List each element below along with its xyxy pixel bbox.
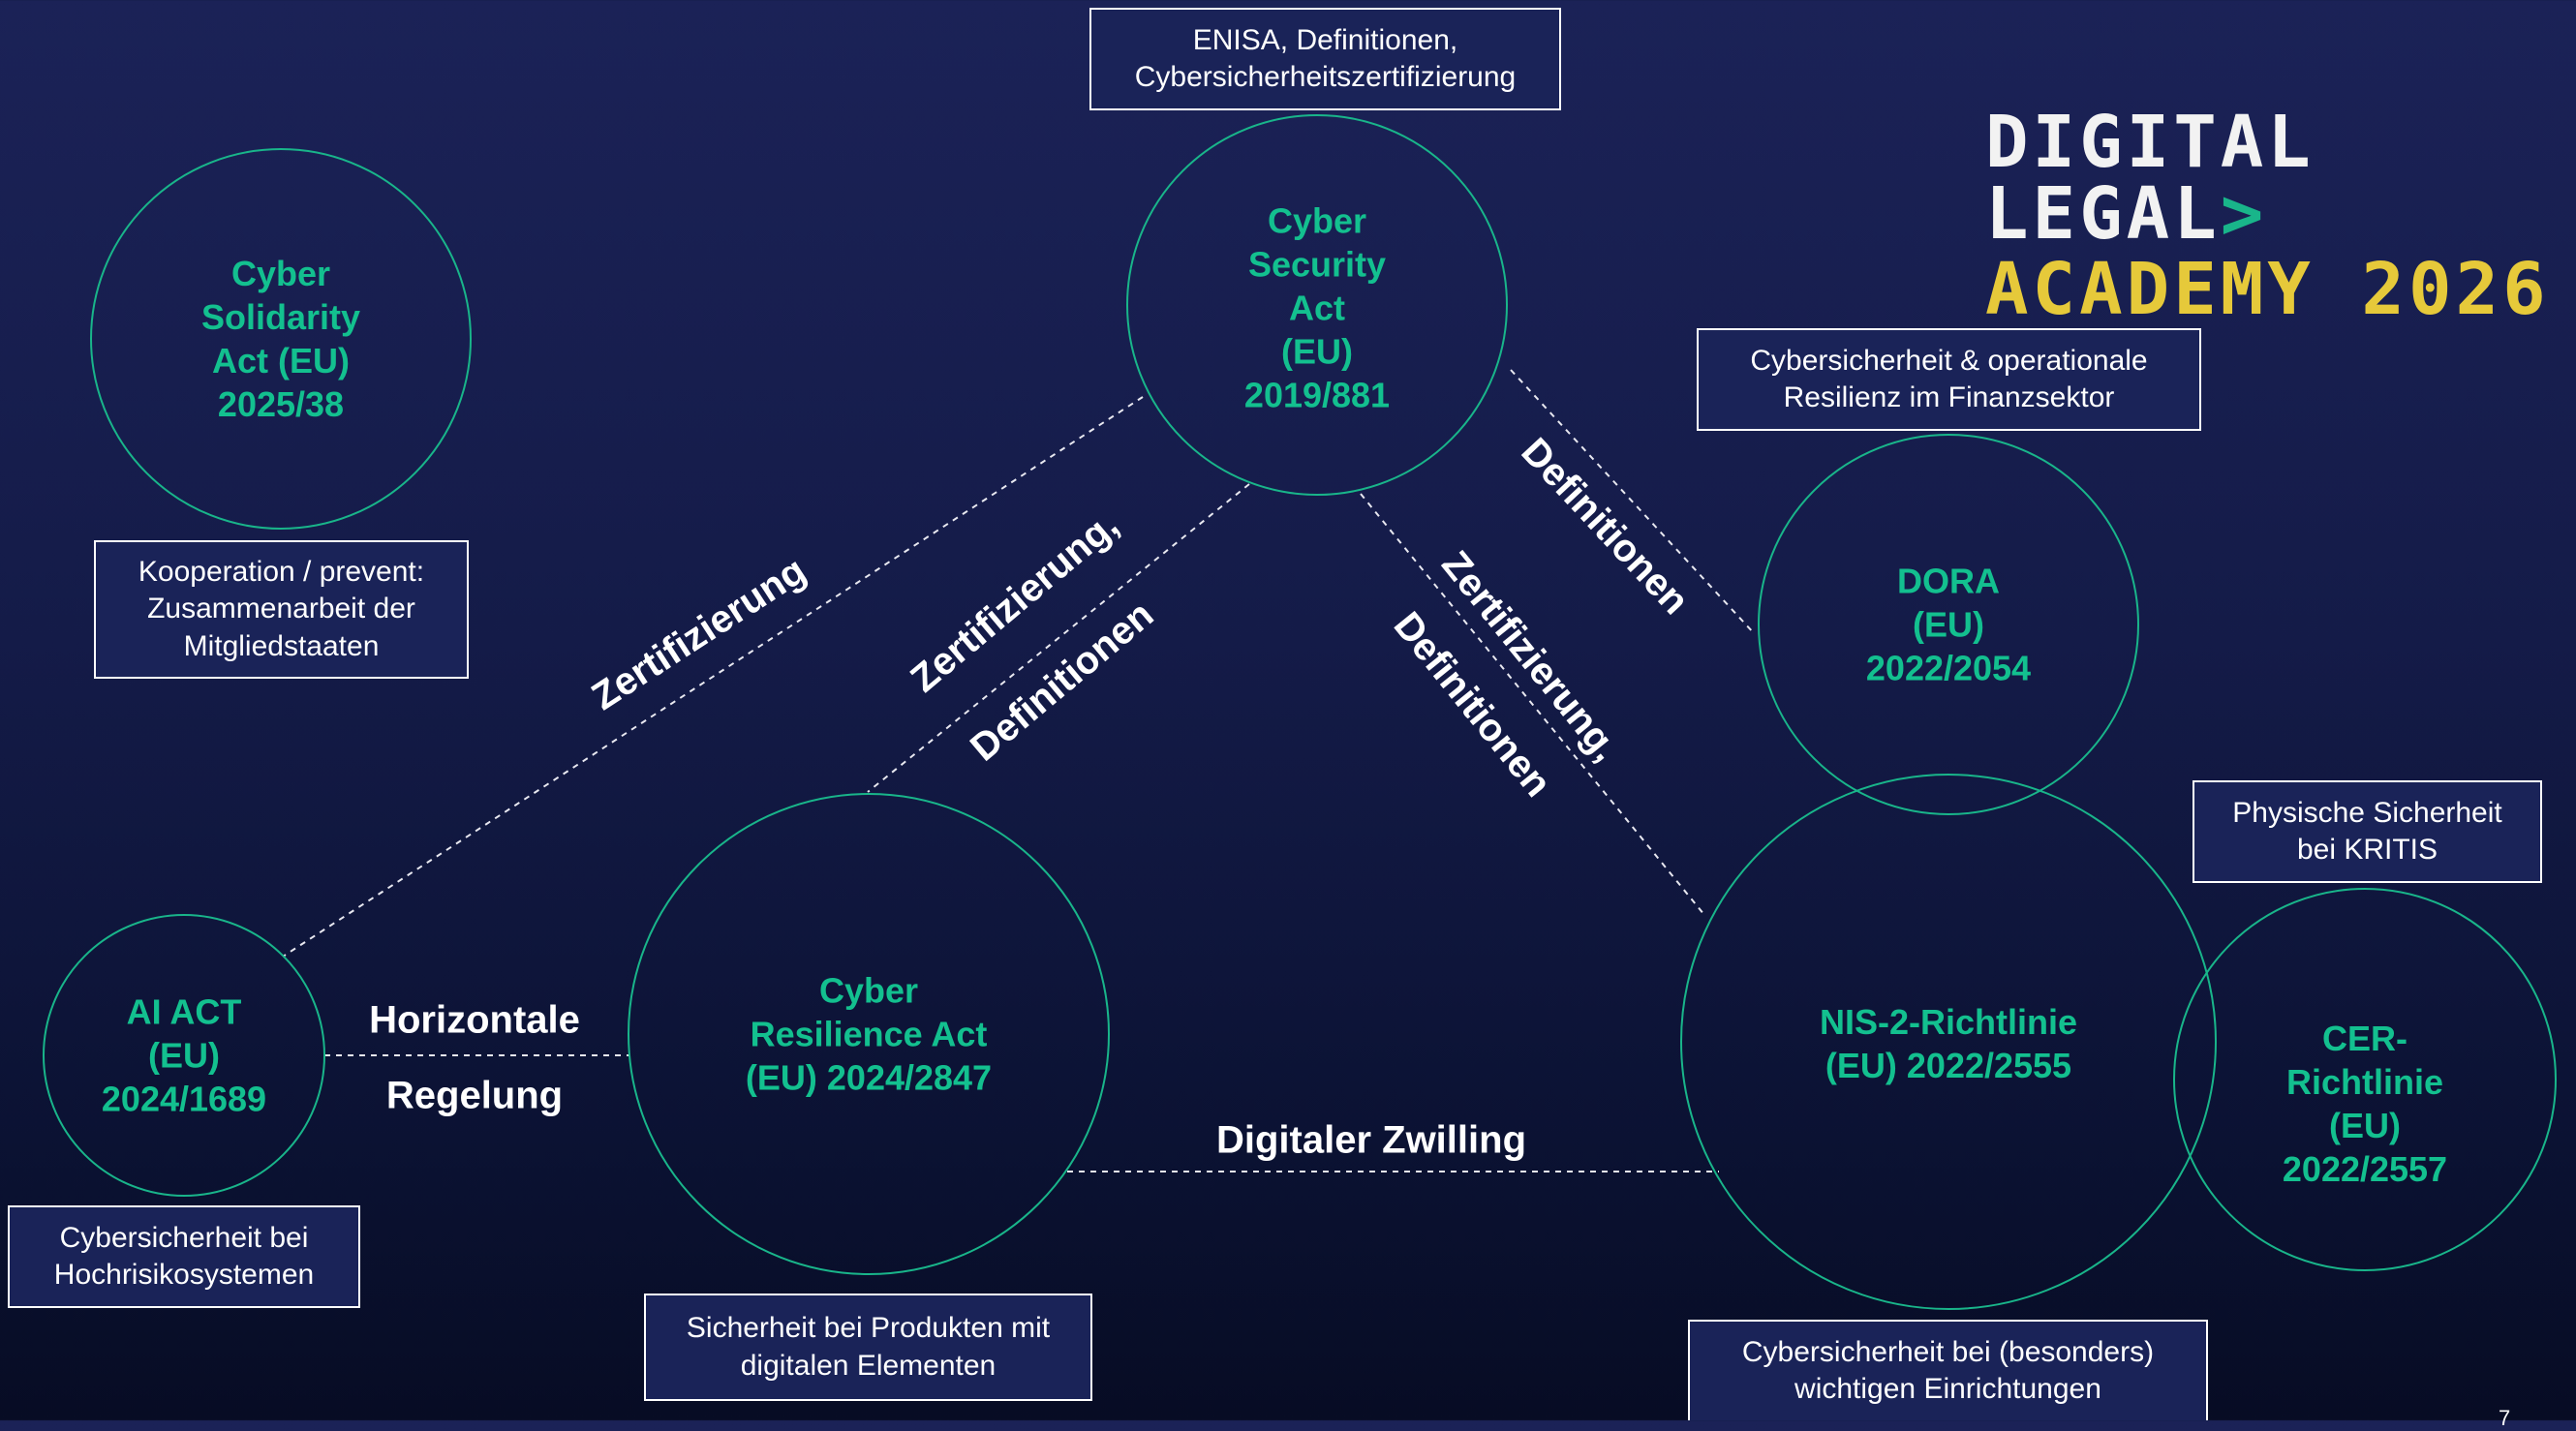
link-csa-ai-act [282, 396, 1144, 958]
circle-nis2 [1680, 774, 2217, 1310]
box-einrichtungen: Cybersicherheit bei (besonders) wichtige… [1688, 1320, 2208, 1420]
box-enisa: ENISA, Definitionen, Cybersicherheitszer… [1089, 8, 1561, 110]
circle-cer [2173, 888, 2557, 1271]
box-finanzsektor: Cybersicherheit & operationale Resilienz… [1697, 328, 2201, 431]
circle-cyber-solidarity-act [90, 148, 472, 530]
digital-legal-academy-logo: DIGITAL LEGAL> ACADEMY 2026 by TaylorWes… [1985, 107, 2576, 363]
link-csa-dora [1510, 369, 1756, 635]
text-cyber-resilience-act: Cyber Resilience Act (EU) 2024/2847 [745, 970, 993, 1098]
label-regelung: Regelung [385, 1074, 564, 1117]
box-kritis: Physische Sicherheit bei KRITIS [2193, 780, 2542, 883]
link-csa-cra [867, 483, 1250, 793]
text-cyber-solidarity-act: Cyber Solidarity Act (EU) 2025/38 [200, 254, 361, 424]
text-ai-act: AI ACT (EU) 2024/1689 [101, 991, 267, 1119]
box-produkte: Sicherheit bei Produkten mit digitalen E… [644, 1294, 1092, 1401]
label-horizontale: Horizontale [369, 998, 580, 1042]
circle-cyber-resilience-act [628, 793, 1110, 1275]
circle-cyber-security-act [1126, 114, 1508, 496]
label-digitaler-zwilling: Digitaler Zwilling [1215, 1118, 1527, 1162]
logo-arrow: > [2220, 172, 2268, 256]
link-csa-nis2 [1360, 493, 1705, 916]
circle-dora [1758, 434, 2139, 815]
text-cyber-security-act: Cyber Security Act (EU) 2019/881 [1243, 200, 1391, 415]
logo-line1: DIGITAL LEGAL [1985, 101, 2315, 256]
box-hochrisiko: Cybersicherheit bei Hochrisikosystemen [8, 1205, 360, 1308]
box-kooperation: Kooperation / prevent: Zusammenarbeit de… [94, 540, 469, 679]
circle-ai-act [43, 914, 325, 1197]
page-number: 7 [2499, 1406, 2511, 1430]
text-cer: CER- Richtlinie (EU) 2022/2557 [2282, 1019, 2448, 1189]
logo-line2: ACADEMY 2026 [1985, 248, 2550, 331]
text-nis2: NIS-2-Richtlinie (EU) 2022/2555 [1819, 1002, 2078, 1085]
text-dora: DORA (EU) 2022/2054 [1865, 561, 2032, 688]
